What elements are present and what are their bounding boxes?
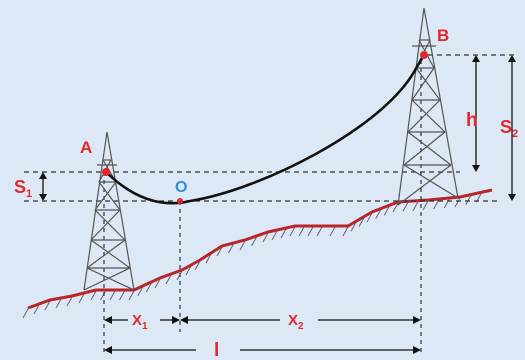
x1-dimension-arrow xyxy=(104,316,180,324)
ground-hatch-mark xyxy=(22,308,29,319)
ground-hatch-mark xyxy=(165,274,172,285)
ground-hatch-mark xyxy=(329,226,336,237)
ground-hatch-mark xyxy=(366,212,373,223)
ground-hatch-mark xyxy=(358,217,365,227)
ground-hatching xyxy=(22,193,482,319)
label-s2: S2 xyxy=(500,117,518,140)
ground-hatch-mark xyxy=(412,201,419,211)
ground-hatch-mark xyxy=(66,296,73,307)
ground-hatch-mark xyxy=(119,290,125,301)
label-x1: X1 xyxy=(132,312,148,332)
ground-hatch-mark xyxy=(392,202,399,213)
ground-hatch-mark xyxy=(185,265,192,276)
ground-hatch-mark xyxy=(194,260,201,271)
ground-hatch-mark xyxy=(251,236,257,247)
ground-hatch-mark xyxy=(109,290,116,301)
h-dimension-arrow xyxy=(472,55,480,172)
ground-hatch-mark xyxy=(78,293,85,304)
ground-hatch-mark xyxy=(228,243,234,254)
ground-hatch-mark xyxy=(342,226,349,237)
span-dimension-arrow xyxy=(104,346,421,354)
ground-hatch-mark xyxy=(55,298,62,309)
ground-hatch-mark xyxy=(262,232,269,243)
label-a: A xyxy=(80,138,92,157)
ground-hatch-mark xyxy=(145,282,152,293)
tower-a xyxy=(83,131,135,291)
label-o: O xyxy=(175,179,187,196)
ground-hatch-mark xyxy=(128,290,135,301)
ground-hatch-mark xyxy=(33,304,40,315)
s1-dimension-arrow xyxy=(39,172,47,201)
ground-hatch-mark xyxy=(307,226,314,237)
x2-dimension-arrow xyxy=(180,316,421,324)
tower-b xyxy=(397,7,459,206)
label-h: h xyxy=(466,110,478,131)
s2-dimension-arrow xyxy=(508,55,516,201)
ground-hatch-mark xyxy=(100,290,106,301)
ground-hatch-mark xyxy=(271,230,278,241)
ground-hatch-mark xyxy=(350,222,357,232)
ground-hatch-mark xyxy=(44,300,51,311)
conductor-curve xyxy=(105,54,426,205)
ground-hatch-mark xyxy=(402,202,409,212)
label-x2: X2 xyxy=(288,312,304,332)
lowest-point-marker xyxy=(177,198,183,204)
ground-hatch-mark xyxy=(454,197,461,208)
ground-hatch-mark xyxy=(465,195,472,205)
label-span: l xyxy=(214,340,219,360)
ground-hatch-mark xyxy=(154,278,161,289)
ground-hatch-mark xyxy=(216,246,223,257)
ground-hatch-mark xyxy=(316,226,323,237)
ground-hatch-mark xyxy=(205,253,212,264)
ground-hatch-mark xyxy=(239,240,246,251)
ground-hatch-mark xyxy=(280,228,287,239)
ground-hatch-mark xyxy=(289,226,296,237)
label-s1: S1 xyxy=(14,177,32,200)
ground-hatch-mark xyxy=(422,200,429,211)
ground-hatch-mark xyxy=(375,209,382,219)
support-b-marker xyxy=(420,51,428,59)
support-a-marker xyxy=(102,168,110,176)
ground-hatch-mark xyxy=(383,206,390,216)
ground-hatch-mark xyxy=(90,290,97,301)
ground-hatch-mark xyxy=(433,199,440,210)
ground-hatch-mark xyxy=(298,226,305,237)
ground-hatch-mark xyxy=(137,286,144,297)
label-b: B xyxy=(437,26,449,45)
